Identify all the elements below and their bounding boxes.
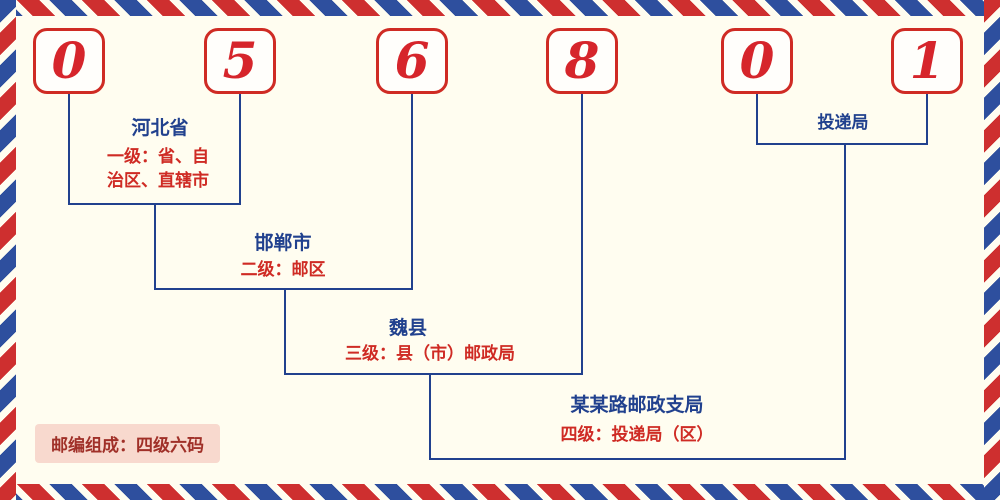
- province-name: 河北省: [131, 118, 189, 139]
- province-to-city-line: [154, 205, 156, 290]
- county-bracket-right-line: [581, 94, 583, 375]
- province-desc: 一级：省、自 治区、直辖市: [73, 145, 243, 193]
- digit-box-2: 5: [204, 28, 276, 94]
- delivery-name: 投递局: [817, 113, 869, 132]
- city-bracket-bottom-line: [154, 288, 413, 290]
- digit-1: 0: [51, 31, 87, 90]
- province-desc-line2: 治区、直辖市: [107, 171, 209, 190]
- digit-4: 8: [564, 31, 600, 90]
- digit-5: 0: [739, 31, 775, 90]
- delivery-to-branch-line: [844, 145, 846, 460]
- county-to-branch-line: [429, 375, 431, 460]
- digit-6: 1: [909, 31, 945, 90]
- digit-box-5: 0: [721, 28, 793, 94]
- province-desc-line1: 一级：省、自: [107, 147, 209, 166]
- digit-box-1: 0: [33, 28, 105, 94]
- city-to-county-line: [284, 290, 286, 375]
- digit-box-6: 1: [891, 28, 963, 94]
- branch-name: 某某路邮政支局: [570, 395, 704, 416]
- digit-3: 6: [394, 31, 430, 90]
- digit-box-3: 6: [376, 28, 448, 94]
- delivery-bracket-left-line: [756, 94, 758, 145]
- composition-badge: 邮编组成：四级六码: [35, 424, 220, 463]
- digit-box-4: 8: [546, 28, 618, 94]
- province-bracket-bottom-line: [68, 203, 241, 205]
- branch-bracket-bottom-line: [429, 458, 846, 460]
- city-desc: 二级：邮区: [240, 260, 326, 279]
- airmail-border-left: [0, 0, 16, 500]
- county-desc: 三级：县（市）邮政局: [345, 344, 515, 363]
- city-name: 邯郸市: [254, 233, 312, 254]
- airmail-border-right: [984, 0, 1000, 500]
- delivery-bracket-right-line: [926, 94, 928, 145]
- county-name: 魏县: [388, 318, 427, 339]
- airmail-border-bottom: [0, 484, 1000, 500]
- delivery-bracket-bottom-line: [756, 143, 928, 145]
- digit-2: 5: [222, 31, 258, 90]
- county-bracket-bottom-line: [284, 373, 583, 375]
- branch-desc: 四级：投递局（区）: [560, 425, 714, 444]
- province-bracket-left-line: [68, 94, 70, 205]
- province-bracket-right-line: [239, 94, 241, 205]
- city-bracket-right-line: [411, 94, 413, 290]
- airmail-border-top: [0, 0, 1000, 16]
